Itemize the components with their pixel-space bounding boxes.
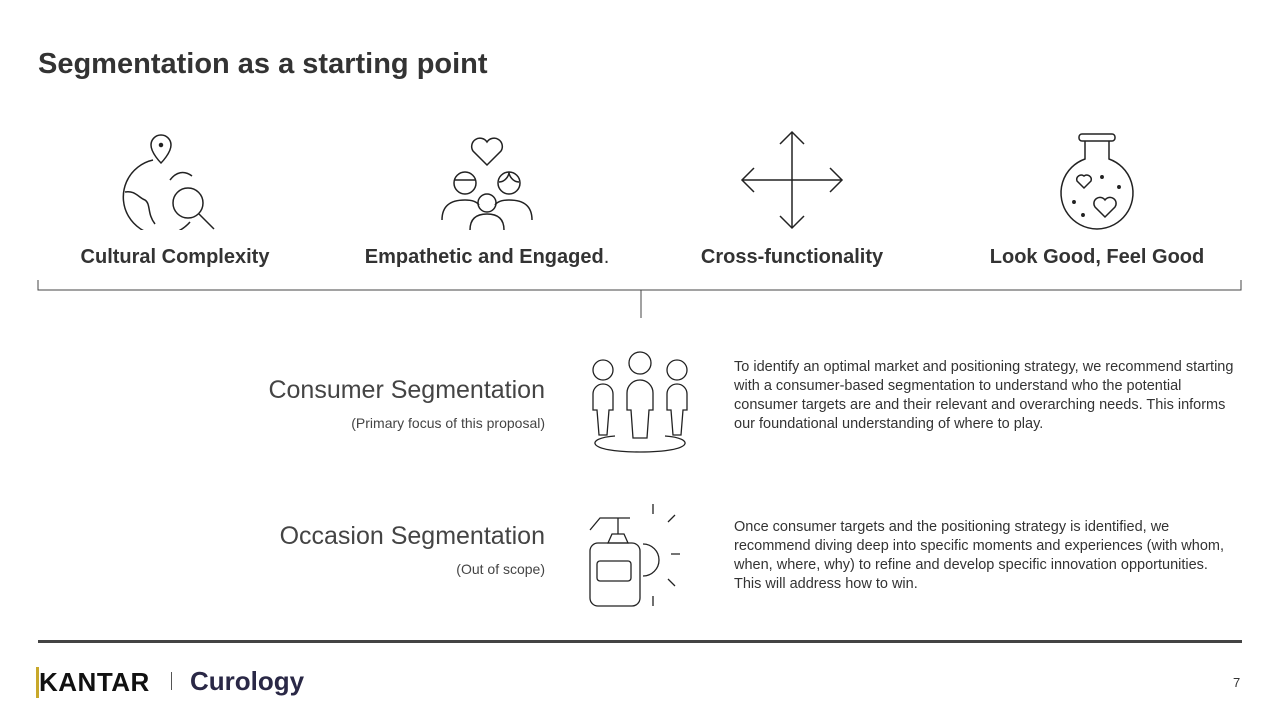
page-number: 7 xyxy=(1233,675,1241,690)
kantar-logo: KANTAR xyxy=(36,667,150,698)
four-way-arrows-icon xyxy=(740,130,844,230)
pillar-empathetic: Empathetic and Engaged. xyxy=(337,130,637,269)
pillar-cross-functionality: Cross-functionality xyxy=(642,130,942,269)
occasion-segmentation-description: Once consumer targets and the positionin… xyxy=(734,519,1225,592)
pillar-look-good: Look Good, Feel Good xyxy=(947,130,1247,269)
globe-location-search-icon xyxy=(122,134,215,230)
pillar-label: Cultural Complexity xyxy=(80,246,270,268)
footer-divider xyxy=(38,640,1242,643)
people-heart-icon xyxy=(441,137,533,230)
consumer-segmentation-description: To identify an optimal market and positi… xyxy=(734,359,1234,432)
pillar-cultural-complexity: Cultural Complexity xyxy=(25,130,325,269)
logo-separator xyxy=(171,672,172,690)
consumer-segmentation-heading: Consumer Segmentation (Primary focus of … xyxy=(268,376,545,431)
pillar-label: Cross-functionality xyxy=(700,246,884,268)
consumer-group-icon xyxy=(592,351,688,453)
pillar-label: Empathetic and Engaged. xyxy=(364,246,610,268)
curology-logo: Curology xyxy=(190,666,305,696)
segment-subtitle: (Primary focus of this proposal) xyxy=(351,415,545,431)
flask-hearts-icon xyxy=(1060,133,1134,230)
grouping-bracket xyxy=(37,280,1242,318)
pump-bottle-sun-icon xyxy=(589,504,680,607)
segment-title: Occasion Segmentation xyxy=(279,522,545,550)
segment-title: Consumer Segmentation xyxy=(268,376,545,404)
pillar-label: Look Good, Feel Good xyxy=(989,246,1205,268)
page-title: Segmentation as a starting point xyxy=(38,48,488,80)
segment-subtitle: (Out of scope) xyxy=(456,561,545,577)
occasion-segmentation-heading: Occasion Segmentation (Out of scope) xyxy=(280,522,545,577)
